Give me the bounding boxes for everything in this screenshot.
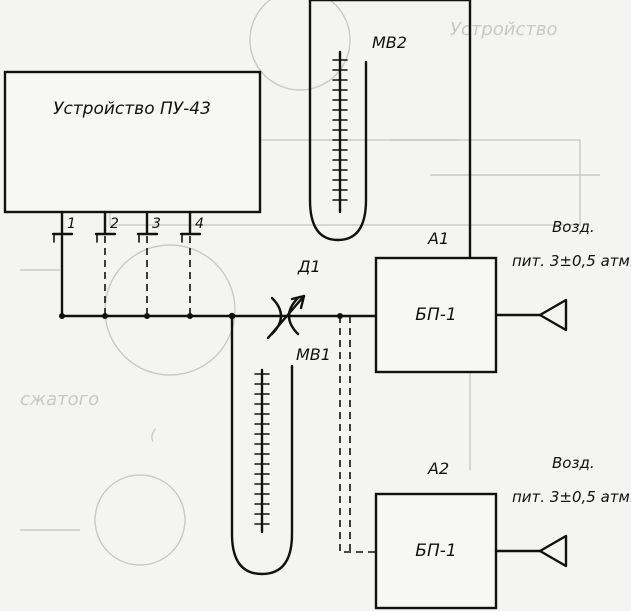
mv1-label: МВ1 xyxy=(296,345,331,364)
air-supply-a2-symbol xyxy=(538,534,568,568)
svg-text:(: ( xyxy=(150,426,157,444)
throttle-label: Д1 xyxy=(297,257,321,276)
block-a1-name: БП-1 xyxy=(415,305,456,325)
air-supply-a1-symbol xyxy=(538,298,568,332)
block-a2-supply-label: Возд. xyxy=(552,454,595,472)
svg-text:сжатого: сжатого xyxy=(20,389,99,410)
block-a2-name: БП-1 xyxy=(415,541,456,561)
terminal-3-label: 3 xyxy=(152,216,161,232)
terminal-2: 2 xyxy=(94,210,119,243)
junction-dot xyxy=(59,313,65,319)
main-line xyxy=(59,234,378,320)
device-name: Устройство ПУ-43 xyxy=(53,99,211,119)
terminal-2-label: 2 xyxy=(110,216,119,232)
junction-dot xyxy=(102,313,108,319)
block-a1-supply-label: Возд. xyxy=(552,218,595,236)
terminal-1: 1 xyxy=(51,210,76,243)
device-pu43: Устройство ПУ-43 xyxy=(3,70,262,214)
svg-text:Устройство: Устройство xyxy=(450,19,558,40)
block-a1-supply-value: пит. 3±0,5 атм. xyxy=(512,252,631,270)
manometer-mv1: МВ1 xyxy=(230,314,331,576)
terminal-1-label: 1 xyxy=(67,216,76,232)
block-a1: БП-1 A1 Возд. пит. 3±0,5 атм. xyxy=(374,218,631,374)
mv2-label: МВ2 xyxy=(372,33,407,52)
terminal-4: 4 xyxy=(179,210,204,243)
throttle-d1: Д1 xyxy=(266,257,321,340)
junction-dot xyxy=(187,313,193,319)
block-a1-designator: A1 xyxy=(427,229,449,248)
block-a2-supply-value: пит. 3±0,5 атм. xyxy=(512,488,631,506)
terminal-3: 3 xyxy=(136,210,161,243)
block-a2-designator: A2 xyxy=(427,459,449,478)
alternative-connections xyxy=(104,236,376,553)
block-a2: БП-1 A2 Возд. пит. 3±0,5 атм. xyxy=(374,454,631,610)
device-terminals: 1 2 3 4 xyxy=(51,210,204,243)
terminal-4-label: 4 xyxy=(195,216,204,232)
manometer-mv2: МВ2 xyxy=(308,0,472,260)
junction-dot xyxy=(144,313,150,319)
